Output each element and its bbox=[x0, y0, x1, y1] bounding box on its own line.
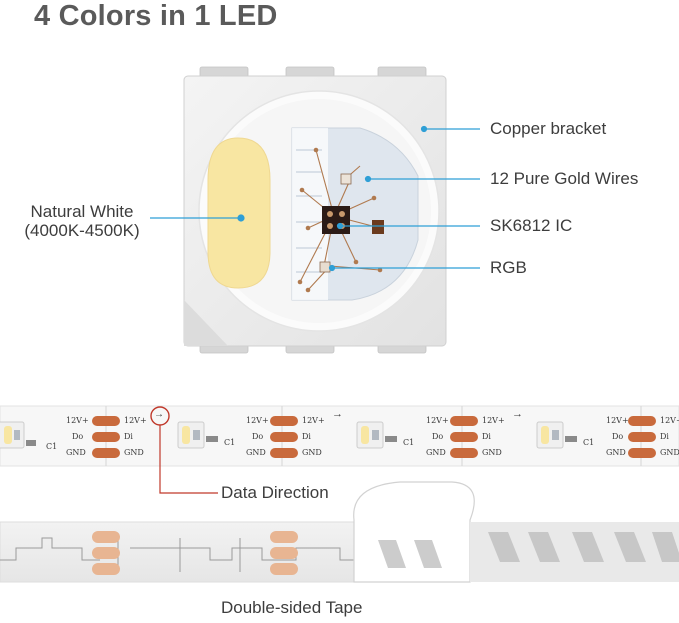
pad-label: 12V+ bbox=[426, 416, 449, 425]
pad-label: 12V+ bbox=[66, 416, 89, 425]
tape-label: Double-sided Tape bbox=[221, 598, 363, 617]
pad-label: 12V+ bbox=[246, 416, 269, 425]
cap-label: C1 bbox=[224, 438, 236, 447]
pad-label: GND bbox=[426, 448, 446, 457]
pad-label: GND bbox=[66, 448, 86, 457]
pad-label: GND bbox=[660, 448, 679, 457]
arrow-icon: → bbox=[512, 408, 523, 420]
callout-lines bbox=[150, 125, 480, 272]
pad-label: Di bbox=[482, 432, 491, 441]
pad-label: GND bbox=[124, 448, 144, 457]
rgb-label: RGB bbox=[490, 258, 527, 277]
copper-bracket-label: Copper bracket bbox=[490, 119, 607, 138]
pad-label: Do bbox=[432, 432, 444, 441]
cap-label: C1 bbox=[403, 438, 415, 447]
sk6812-ic bbox=[322, 206, 350, 234]
pad-label: 12V+ bbox=[660, 416, 679, 425]
pad-label: Do bbox=[252, 432, 264, 441]
led-strip bbox=[0, 405, 679, 494]
pad-label: GND bbox=[482, 448, 502, 457]
strip-leds bbox=[0, 421, 577, 449]
pad-label: Di bbox=[124, 432, 133, 441]
natural-white-label: Natural White (4000K-4500K) bbox=[12, 202, 152, 240]
pad-label: GND bbox=[246, 448, 266, 457]
cap-label: C1 bbox=[583, 438, 595, 447]
pad-label: Do bbox=[612, 432, 624, 441]
tape-strip bbox=[0, 481, 679, 583]
natural-white-name: Natural White bbox=[30, 202, 134, 221]
pad-label: Di bbox=[660, 432, 669, 441]
pad-label: GND bbox=[302, 448, 322, 457]
data-direction-label: Data Direction bbox=[221, 483, 329, 502]
pad-label: Di bbox=[302, 432, 311, 441]
arrow-icon: → bbox=[154, 409, 164, 420]
arrow-icon: → bbox=[332, 408, 343, 420]
ic-label: SK6812 IC bbox=[490, 216, 573, 235]
natural-white-temp: (4000K-4500K) bbox=[24, 221, 140, 240]
pad-label: 12V+ bbox=[124, 416, 147, 425]
pad-label: Do bbox=[72, 432, 84, 441]
pad-label: GND bbox=[606, 448, 626, 457]
pad-label: 12V+ bbox=[606, 416, 629, 425]
strip-pads bbox=[92, 416, 656, 458]
cap-label: C1 bbox=[46, 442, 58, 451]
pad-label: 12V+ bbox=[302, 416, 325, 425]
gold-wires-label: 12 Pure Gold Wires bbox=[490, 169, 639, 188]
pad-label: 12V+ bbox=[482, 416, 505, 425]
warm-white-led bbox=[207, 137, 271, 289]
page-title: 4 Colors in 1 LED bbox=[34, 0, 278, 32]
strip-labels: 12V+ Do GND 12V+ Di GND C1 12V+ Do GND 1… bbox=[0, 406, 679, 466]
led-chip bbox=[183, 75, 447, 347]
